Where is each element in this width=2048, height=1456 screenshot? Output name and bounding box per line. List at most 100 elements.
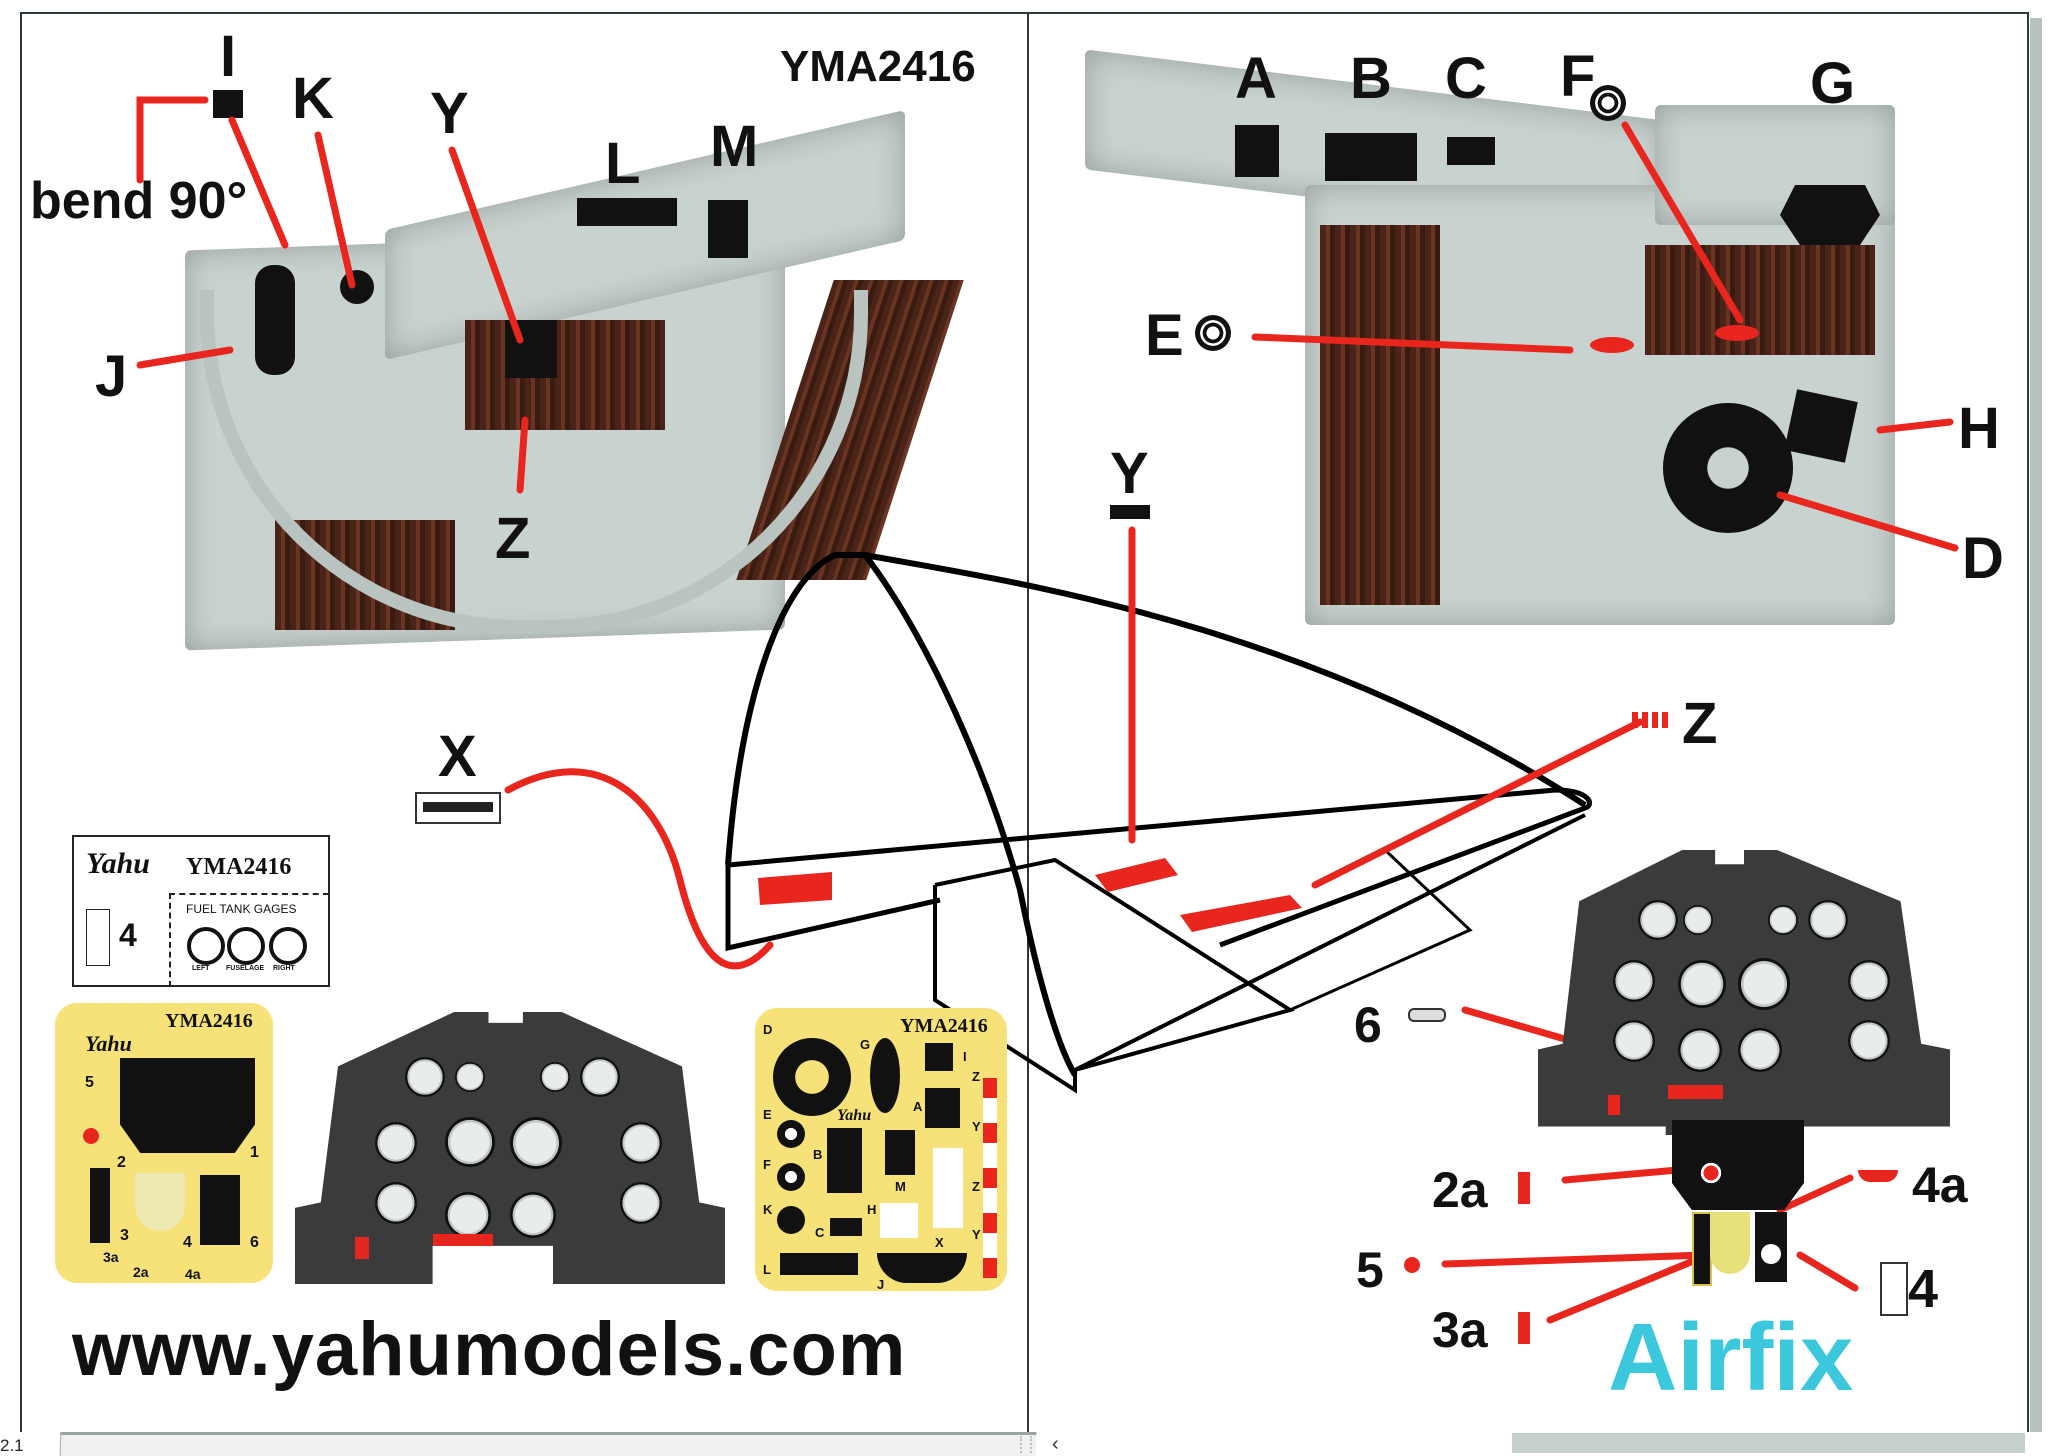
vertical-scrollbar[interactable]	[2030, 18, 2042, 1432]
brand-logo: Yahu	[86, 847, 150, 880]
callout-label: H	[1958, 396, 2000, 461]
decal-e-icon	[1195, 315, 1231, 351]
callout-label: E	[1145, 303, 1184, 368]
part-label: A	[913, 1099, 923, 1114]
instrument-panel-right	[1538, 850, 1950, 1135]
part-label: 3a	[103, 1249, 119, 1265]
callout-label: 5	[1356, 1242, 1384, 1298]
decal-sheet-2: YMA2416 Yahu D G I Z A E Y B F M Z K H C…	[755, 1008, 1007, 1291]
decal-c	[1447, 137, 1495, 165]
product-code: YMA2416	[780, 42, 976, 91]
part-label: K	[763, 1202, 773, 1217]
decal-2a-icon	[1518, 1172, 1530, 1204]
canopy-decal-x-spot	[758, 872, 832, 905]
decal-e-spot	[1590, 337, 1634, 353]
bend-note: bend 90°	[30, 172, 248, 230]
part-label: 4a	[185, 1266, 201, 1282]
decal-x	[415, 792, 501, 824]
canopy-drawing	[725, 552, 1592, 1094]
callout-label: Y	[430, 81, 469, 146]
part-label: 1	[250, 1144, 259, 1161]
column-divider	[1027, 12, 1029, 1432]
decal-b	[1325, 133, 1417, 181]
callout-label: M	[710, 114, 759, 179]
card-title: FUEL TANK GAGES	[186, 902, 297, 916]
decal-y-small	[1110, 505, 1150, 519]
brand-logo: Yahu	[85, 1031, 132, 1056]
decal-6-icon	[1408, 1008, 1446, 1022]
decal-3-shield	[1710, 1212, 1750, 1274]
part-label: Y	[972, 1227, 981, 1242]
decal-f-spot	[1715, 325, 1759, 341]
decal-4-icon	[1880, 1262, 1908, 1316]
decal-a	[1235, 125, 1279, 177]
gauge-label: FUSELAGE	[226, 965, 265, 972]
part-number: 4	[119, 917, 137, 953]
callout-label: L	[605, 131, 641, 196]
callout-label: A	[1235, 46, 1277, 111]
callout-label: 6	[1354, 997, 1382, 1053]
card-code: YMA2416	[186, 854, 292, 880]
callout-label: D	[1962, 526, 2004, 591]
center-console-red-gauge	[1698, 1160, 1724, 1186]
part-label: 2	[117, 1154, 126, 1171]
part-label: X	[935, 1235, 944, 1250]
callout-label: J	[95, 344, 128, 409]
part-label: C	[815, 1225, 825, 1240]
part-label: 2a	[133, 1264, 149, 1280]
brand-logo: Yahu	[837, 1107, 872, 1124]
decal-l	[577, 198, 677, 226]
part-label: B	[813, 1147, 823, 1162]
part-label: Z	[972, 1179, 980, 1194]
callout-label: Z	[1682, 691, 1718, 756]
left-console-photo	[185, 109, 964, 651]
part-label: 4	[183, 1234, 192, 1251]
gauge-label: LEFT	[192, 965, 210, 972]
page-label: 2.1	[0, 1436, 24, 1455]
decal-3a-icon	[1518, 1312, 1530, 1344]
gauge-label: RIGHT	[273, 965, 295, 972]
decal-d	[1655, 395, 1801, 541]
decal-sheet-1: YMA2416 Yahu 5 2 1 3 4 6 3a 2a 4a	[55, 1003, 273, 1283]
fuel-gage-card: Yahu YMA2416 4 FUEL TANK GAGES LEFT FUSE…	[72, 835, 330, 987]
sheet-code: YMA2416	[165, 1010, 253, 1032]
page-tab[interactable]	[59, 1432, 1037, 1456]
decal-g	[1780, 185, 1880, 245]
callout-label: Z	[495, 506, 531, 571]
callout-label: K	[292, 66, 334, 131]
callout-label: I	[220, 24, 237, 89]
chevron-left-icon[interactable]: ‹	[1052, 1433, 1059, 1455]
part-label: L	[763, 1262, 771, 1277]
decal-i-icon	[213, 90, 243, 118]
callout-label: 4	[1908, 1259, 1939, 1319]
callout-label: Y	[1110, 441, 1149, 506]
horizontal-scrollbar[interactable]	[1512, 1433, 2025, 1453]
sheet-code: YMA2416	[900, 1015, 988, 1037]
decal-5-icon	[1404, 1257, 1420, 1273]
callout-label: F	[1560, 44, 1596, 109]
callout-label: G	[1810, 51, 1856, 116]
part-label: J	[877, 1277, 885, 1292]
part-label: E	[763, 1107, 772, 1122]
part-label: D	[763, 1022, 773, 1037]
part-label: G	[860, 1037, 871, 1052]
instrument-panel-left	[295, 1012, 725, 1284]
decal-3-strip	[1692, 1212, 1712, 1286]
callout-label: 4a	[1912, 1157, 1968, 1213]
kit-brand: Airfix	[1608, 1304, 1854, 1411]
website-url[interactable]: www.yahumodels.com	[72, 1307, 907, 1392]
canopy-decal-y-spot	[1095, 858, 1178, 892]
part-label: F	[763, 1157, 771, 1172]
part-label: Y	[972, 1119, 981, 1134]
decal-f-icon	[1590, 85, 1626, 121]
part-label: Z	[972, 1069, 980, 1084]
callout-label: 3a	[1432, 1302, 1488, 1358]
resize-grip[interactable]	[1020, 1436, 1032, 1453]
callout-label: C	[1445, 46, 1487, 111]
callout-label: 2a	[1432, 1162, 1488, 1218]
part-label: 3	[120, 1227, 129, 1244]
part-label: 5	[85, 1074, 94, 1091]
part-label: H	[867, 1202, 877, 1217]
part-label: 6	[250, 1234, 259, 1251]
